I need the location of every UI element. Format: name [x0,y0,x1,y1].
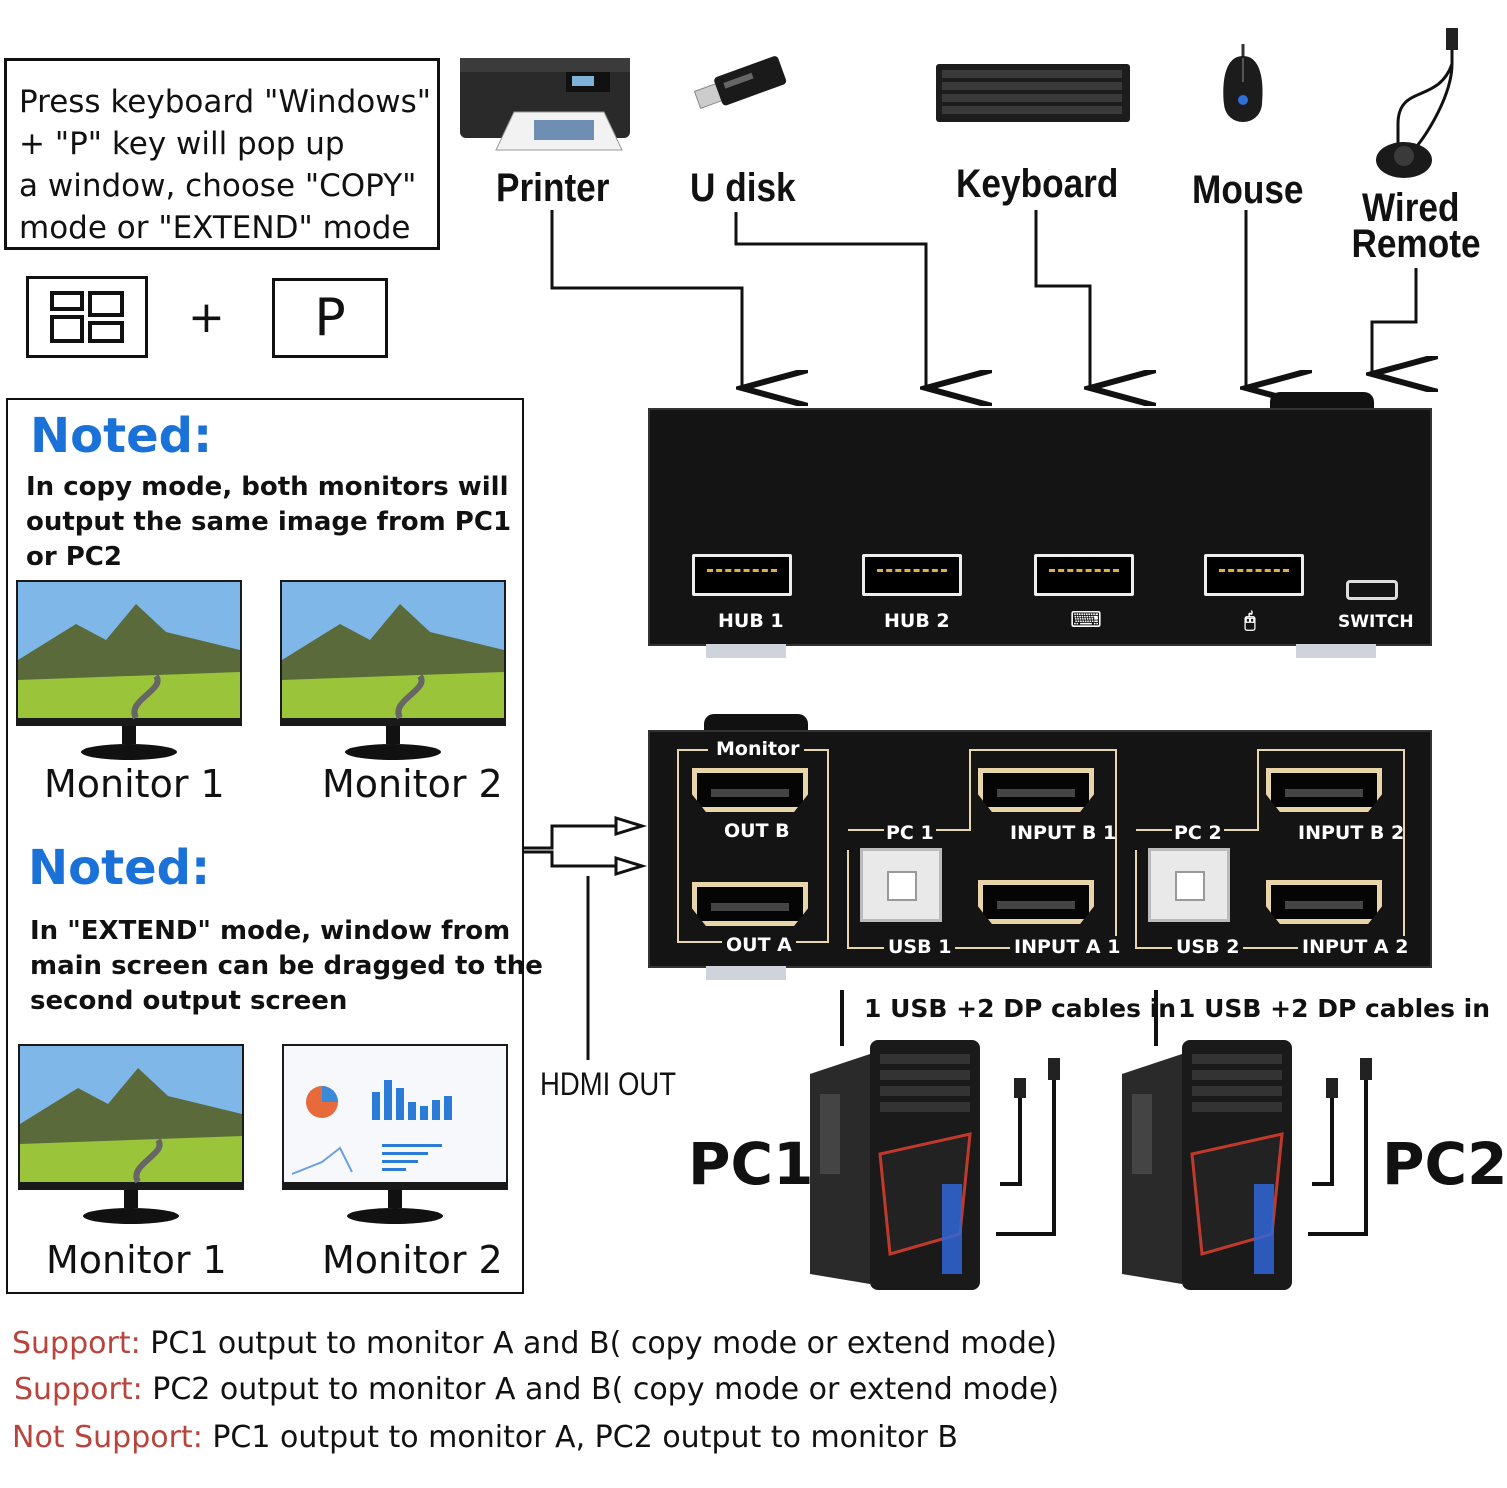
mouse-icon [1223,44,1263,122]
hub2-label: HUB 2 [884,610,950,632]
udisk-label: U disk [690,166,796,210]
keyboard-port[interactable] [1034,554,1134,596]
support-row-1: Support: PC1 output to monitor A and B( … [12,1326,1057,1361]
input-a2-port[interactable] [1266,880,1382,924]
out-b-port[interactable] [692,768,808,812]
copy-text-line: output the same image from PC1 [26,507,512,537]
usb1-port[interactable] [860,848,942,922]
out-a-label: OUT A [722,934,796,956]
mouse-port-icon: 🖰 [1244,608,1256,632]
mouse-label: Mouse [1192,168,1304,212]
keyboard-label: Keyboard [956,162,1119,206]
switch-port[interactable] [1346,580,1398,600]
out-a-port[interactable] [692,882,808,926]
instruction-line: + "P" key will pop up [19,126,345,162]
extend-noted-heading: Noted: [28,840,211,896]
hub1-label: HUB 1 [718,610,784,632]
kvm-foot [1296,644,1376,658]
input-a1-label: INPUT A 1 [1010,936,1125,958]
windows-key [26,276,148,358]
support-text: PC2 output to monitor A and B( copy mode… [152,1372,1060,1407]
input-a2-label: INPUT A 2 [1298,936,1413,958]
copy-monitor-1-label: Monitor 1 [44,762,225,806]
plus-sign: + [188,292,225,343]
monitor-group-label: Monitor [712,738,804,760]
instruction-line: Press keyboard "Windows" [19,84,431,120]
usb2-port[interactable] [1148,848,1230,922]
hdmi-out-label: HDMI OUT [540,1066,677,1102]
remote-label-line2: Remote [1351,222,1481,266]
hub2-port[interactable] [862,554,962,596]
support-text: PC1 output to monitor A and B( copy mode… [150,1326,1058,1361]
pc2-tower-image [1122,1040,1372,1290]
extend-text-line: In "EXTEND" mode, window from [30,916,511,946]
mode-notes-panel [6,398,524,1294]
copy-text-line: or PC2 [26,542,122,572]
copy-text-line: In copy mode, both monitors will [26,472,509,502]
extend-text-line: second output screen [30,986,348,1016]
input-b1-port[interactable] [978,768,1094,812]
instruction-box: Press keyboard "Windows" + "P" key will … [4,58,440,250]
input-b1-label: INPUT B 1 [1010,822,1117,844]
support-label: Support: [12,1326,141,1361]
printer-label: Printer [496,166,610,210]
out-b-label: OUT B [724,820,790,842]
keyboard-icon [936,64,1130,122]
instruction-line: mode or "EXTEND" mode [19,210,411,246]
printer-icon [460,58,630,151]
extend-monitor-2-dashboard-image [282,1044,508,1224]
support-row-3: Not Support: PC1 output to monitor A, PC… [12,1420,958,1455]
input-a1-port[interactable] [978,880,1094,924]
copy-mode-text: In copy mode, both monitors will output … [26,470,511,575]
copy-monitor-1-image [16,580,242,760]
support-row-2: Support: PC2 output to monitor A and B( … [14,1372,1059,1407]
keyboard-port-icon: ⌨ [1070,608,1102,633]
usb2-label: USB 2 [1172,936,1244,958]
extend-monitor-1-image [18,1044,244,1224]
instruction-line: a window, choose "COPY" [19,168,417,204]
remote-label: Wired Remote [1351,186,1480,264]
pc1-label: PC1 [688,1130,814,1198]
extend-mode-text: In "EXTEND" mode, window from main scree… [30,914,543,1019]
not-support-label: Not Support: [12,1420,203,1455]
support-label: Support: [14,1372,143,1407]
pc2-label: PC2 [1382,1130,1507,1198]
pc2-group-label: PC 2 [1172,822,1224,844]
input-b2-port[interactable] [1266,768,1382,812]
copy-monitor-2-label: Monitor 2 [322,762,503,806]
pc1-tower-image [810,1040,1060,1290]
extend-text-line: main screen can be dragged to the [30,951,543,981]
extend-monitor-1-label: Monitor 1 [46,1238,227,1282]
pc1-cable-label: 1 USB +2 DP cables in [864,994,1177,1023]
support-text: PC1 output to monitor A, PC2 output to m… [212,1420,958,1455]
kvm-front-panel [648,408,1432,646]
switch-label: SWITCH [1338,612,1414,632]
wired-remote-icon [1376,28,1458,178]
copy-noted-heading: Noted: [30,408,213,464]
port-group-outlines [677,749,1405,949]
kvm-foot [706,966,786,980]
mouse-port[interactable] [1204,554,1304,596]
usb1-label: USB 1 [884,936,956,958]
input-b2-label: INPUT B 2 [1298,822,1405,844]
windows-key-icon [50,291,124,343]
usb-drive-icon [693,56,787,109]
extend-monitor-2-label: Monitor 2 [322,1238,503,1282]
pc2-cable-label: 1 USB +2 DP cables in [1178,994,1491,1023]
p-key: P [272,278,388,358]
hub1-port[interactable] [692,554,792,596]
remote-label-line1: Wired [1362,186,1460,230]
kvm-foot [706,644,786,658]
pc1-group-label: PC 1 [884,822,936,844]
copy-monitor-2-image [280,580,506,760]
